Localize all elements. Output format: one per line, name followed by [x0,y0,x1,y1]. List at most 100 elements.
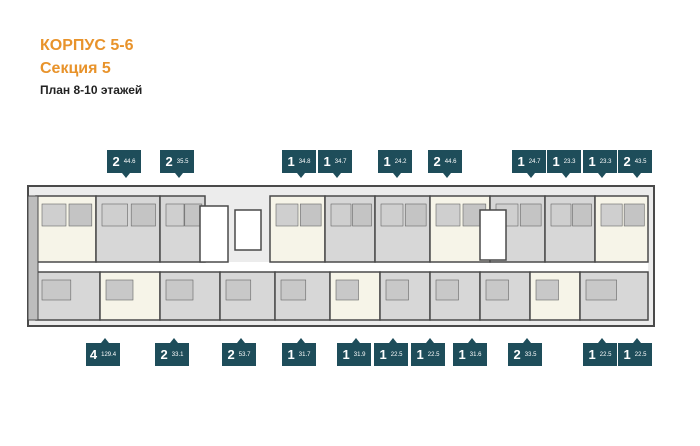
room-count: 2 [165,154,173,169]
apartment-area: 24.7 [528,158,541,165]
room [585,279,617,301]
room [225,279,252,301]
room-count: 2 [513,347,521,362]
room [435,279,459,301]
apartment-area: 23.3 [599,158,612,165]
apartment-area: 33.1 [171,351,184,358]
stair-core [199,205,229,263]
room [68,203,93,227]
room [550,203,572,227]
plan-body [27,185,655,327]
building-title: КОРПУС 5-6 [40,37,134,54]
room [572,203,592,227]
apartment-area: 35.5 [176,158,189,165]
room-count: 1 [458,347,466,362]
room [330,203,352,227]
room [101,203,128,227]
apartment-area: 31.6 [469,351,482,358]
room [380,203,404,227]
balcony-left [27,195,39,321]
room [623,203,645,227]
room-count: 2 [227,347,235,362]
room [535,279,559,301]
room [105,279,134,301]
apartment-area: 31.7 [298,351,311,358]
apartment-area: 22.5 [427,351,440,358]
room [600,203,623,227]
room-count: 1 [342,347,350,362]
room [299,203,322,227]
room-count: 1 [287,154,295,169]
apartment-area: 24.2 [394,158,407,165]
stair-core-2 [479,209,507,261]
room-count: 1 [379,347,387,362]
apartment-area: 33.5 [524,351,537,358]
room-count: 1 [588,347,596,362]
room-count: 2 [623,154,631,169]
apartment-area: 22.5 [634,351,647,358]
floors-subtitle: План 8-10 этажей [40,83,143,97]
room [352,203,372,227]
apartment-area: 34.7 [334,158,347,165]
apartment-area: 31.9 [353,351,366,358]
room-count: 1 [623,347,631,362]
corridor [36,262,648,272]
room [165,279,194,301]
apartment-area: 22.5 [390,351,403,358]
apartment-area: 23.3 [563,158,576,165]
room-count: 1 [383,154,391,169]
room-count: 1 [416,347,424,362]
room-count: 1 [323,154,331,169]
room-count: 2 [160,347,168,362]
apartment-area: 43.5 [634,158,647,165]
room [519,203,542,227]
section-title: Секция 5 [40,60,111,77]
room [275,203,299,227]
room [41,279,72,301]
apartment-area: 22.5 [599,351,612,358]
room [404,203,427,227]
room [280,279,307,301]
elevator [234,209,262,251]
apartment-area: 34.8 [298,158,311,165]
room-count: 2 [112,154,120,169]
room [385,279,409,301]
room [165,203,185,227]
room [130,203,156,227]
room [435,203,461,227]
room [335,279,359,301]
apartment-area: 53.7 [238,351,251,358]
room [485,279,509,301]
room-count: 1 [287,347,295,362]
room-count: 1 [552,154,560,169]
room-count: 1 [517,154,525,169]
room-count: 1 [588,154,596,169]
apartment-area: 44.6 [444,158,457,165]
apartment-area: 44.6 [123,158,136,165]
apartment-area: 129.4 [101,351,117,358]
room [41,203,67,227]
room-count: 4 [89,347,98,362]
